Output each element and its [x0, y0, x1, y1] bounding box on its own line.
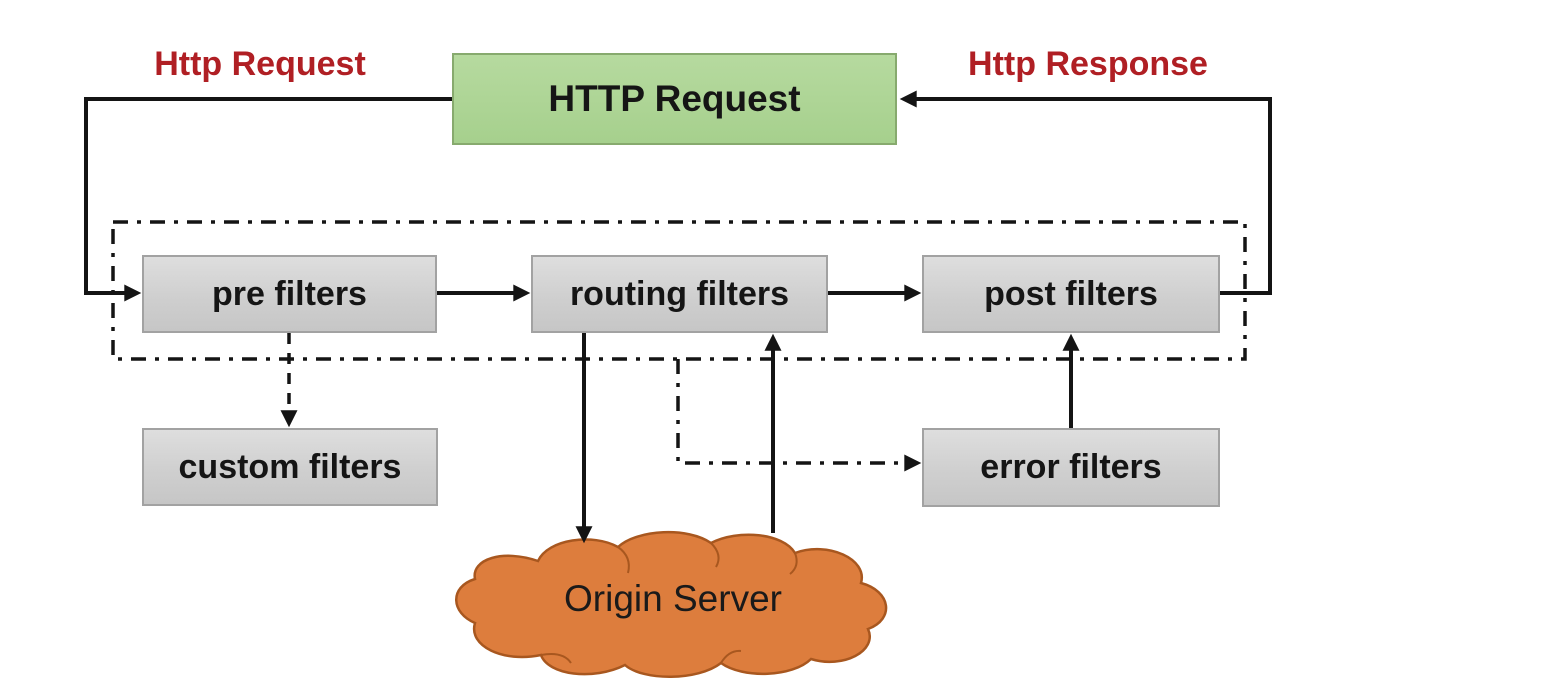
post-filters-box: post filters: [922, 255, 1220, 333]
edge-request-to-pre: [84, 97, 452, 302]
http-response-flow-label: Http Response: [968, 45, 1208, 83]
routing-filters-box: routing filters: [531, 255, 828, 333]
filter-group-boundary: [111, 220, 1247, 361]
error-filters-box: error filters: [922, 428, 1220, 507]
pre-filters-box: pre filters: [142, 255, 437, 333]
origin-server-cloud: [455, 530, 888, 678]
post-filters-label: post filters: [984, 274, 1158, 313]
http-request-box: HTTP Request: [452, 53, 897, 145]
custom-filters-box: custom filters: [142, 428, 438, 506]
custom-filters-label: custom filters: [178, 447, 402, 486]
edge-group-to-error: [676, 359, 922, 472]
http-request-box-label: HTTP Request: [548, 78, 801, 119]
pre-filters-label: pre filters: [212, 274, 367, 313]
error-filters-label: error filters: [980, 448, 1162, 486]
routing-filters-label: routing filters: [569, 274, 790, 313]
origin-server-label: Origin Server: [564, 578, 782, 619]
edge-post-to-response: [899, 90, 1272, 295]
http-request-flow-label: Http Request: [154, 45, 366, 83]
